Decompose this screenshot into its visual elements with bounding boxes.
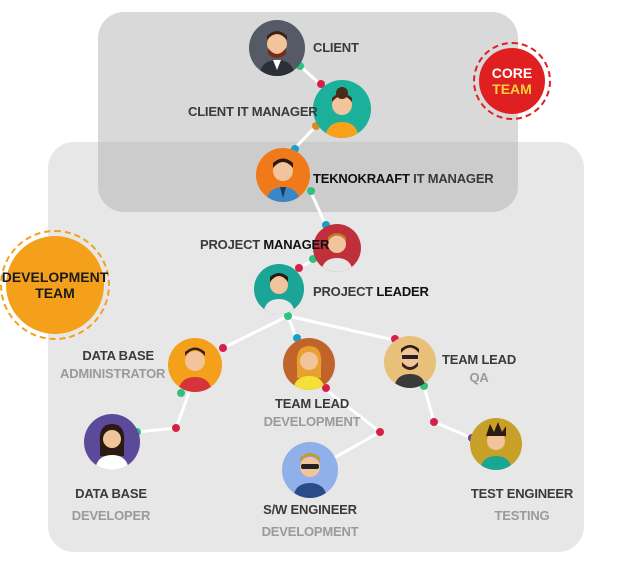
project-leader-avatar bbox=[254, 264, 304, 314]
teknokraaft-it-manager-avatar bbox=[256, 148, 310, 202]
client-it-manager-label: CLIENT IT MANAGER bbox=[188, 104, 318, 119]
teknokraaft-brand: TEKNOKRAAFT bbox=[313, 171, 410, 186]
project-leader-label: PROJECT LEADER bbox=[313, 284, 429, 299]
test-engineer-avatar bbox=[470, 418, 522, 470]
project-manager-label: PROJECT MANAGER bbox=[200, 237, 330, 252]
client-it-manager-avatar bbox=[313, 80, 371, 138]
sw-engineer-avatar bbox=[282, 442, 338, 498]
client-label: CLIENT bbox=[313, 40, 359, 55]
team-lead-development-label: TEAM LEAD DEVELOPMENT bbox=[263, 396, 361, 429]
sw-engineer-label: S/W ENGINEER DEVELOPMENT bbox=[261, 502, 359, 539]
link-dba-stub bbox=[174, 388, 192, 430]
database-administrator-avatar bbox=[168, 338, 222, 392]
core-team-ring bbox=[473, 42, 551, 120]
project-manager-avatar bbox=[313, 224, 361, 272]
team-lead-qa-avatar bbox=[384, 336, 436, 388]
link-client-clientit bbox=[298, 64, 322, 86]
teknokraaft-it-manager-label: TEKNOKRAAFT IT MANAGER bbox=[313, 171, 494, 187]
client-avatar bbox=[249, 20, 305, 76]
link-testeng bbox=[432, 420, 474, 440]
team-lead-qa-label: TEAM LEAD QA bbox=[442, 352, 517, 385]
it-manager-text: IT MANAGER bbox=[409, 171, 494, 186]
database-developer-avatar bbox=[84, 414, 140, 470]
link-pl-tlqa bbox=[286, 314, 396, 342]
database-administrator-label: DATA BASE ADMINISTRATOR bbox=[60, 348, 166, 381]
link-sweng bbox=[332, 430, 382, 460]
test-engineer-label: TEST ENGINEER TESTING bbox=[470, 486, 574, 523]
core-team-badge: CORE TEAM bbox=[479, 48, 545, 114]
link-dbdev bbox=[135, 426, 178, 434]
link-tldev-stub bbox=[322, 386, 382, 434]
link-pl-dba bbox=[221, 314, 290, 350]
database-developer-label: DATA BASE DEVELOPER bbox=[71, 486, 151, 523]
development-team-badge: DEVELOPMENT TEAM bbox=[2, 236, 108, 334]
link-tlqa-stub bbox=[422, 384, 436, 424]
team-lead-development-avatar bbox=[283, 338, 335, 390]
development-team-ring bbox=[0, 230, 110, 340]
link-tekno-pm bbox=[308, 188, 328, 228]
